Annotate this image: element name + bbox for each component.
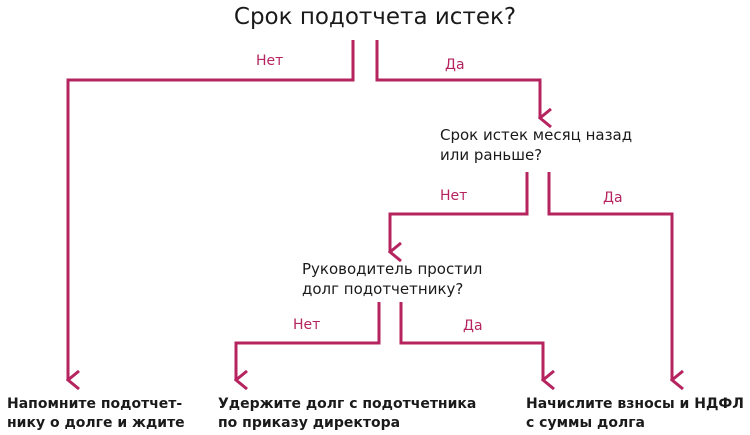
outcome-charge: Начислите взносы и НДФЛ с суммы долга	[526, 395, 744, 433]
q2-yes-label: Да	[603, 190, 623, 206]
q3-no-connector	[236, 302, 381, 380]
q2-no-connector	[390, 172, 529, 252]
outcome-remind: Напомните подотчет- нику о долге и ждите	[7, 395, 185, 433]
question-1: Срок подотчета истек?	[233, 4, 517, 30]
q1-yes-connector	[375, 40, 540, 118]
outcome-remind-line-1: Напомните подотчет-	[7, 396, 183, 412]
q1-yes-label: Да	[445, 57, 465, 73]
q3-yes-connector	[399, 302, 543, 380]
q3-no-label: Нет	[293, 317, 321, 333]
q2-yes-connector	[547, 172, 672, 380]
q1-no-label: Нет	[256, 53, 284, 69]
question-2: Срок истек месяц назад или раньше?	[440, 125, 632, 165]
q2-no-label: Нет	[440, 188, 468, 204]
outcome-withhold: Удержите долг с подотчетника по приказу …	[218, 395, 476, 433]
outcome-withhold-line-2: по приказу директора	[218, 415, 401, 431]
question-2-line-2: или раньше?	[440, 146, 543, 164]
question-3-line-1: Руководитель простил	[302, 260, 483, 278]
question-2-line-1: Срок истек месяц назад	[440, 126, 633, 144]
outcome-charge-line-1: Начислите взносы и НДФЛ	[526, 396, 744, 412]
q1-no-connector	[68, 40, 355, 380]
question-3: Руководитель простил долг подотчетнику?	[302, 259, 482, 299]
q3-yes-label: Да	[463, 318, 483, 334]
question-3-line-2: долг подотчетнику?	[302, 280, 464, 298]
outcome-remind-line-2: нику о долге и ждите	[7, 415, 185, 431]
outcome-withhold-line-1: Удержите долг с подотчетника	[218, 396, 477, 412]
outcome-charge-line-2: с суммы долга	[526, 415, 645, 431]
